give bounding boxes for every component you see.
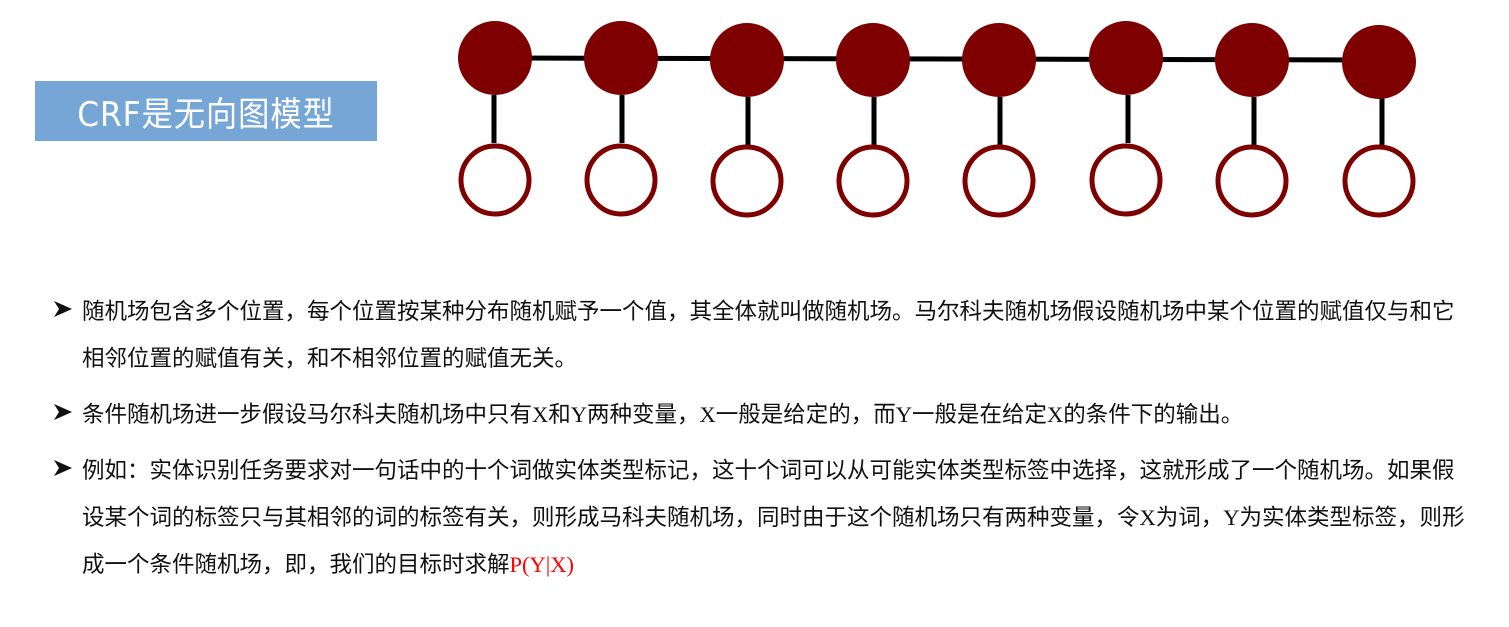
hidden-node-4 — [836, 23, 910, 97]
bullet-text: 随机场包含多个位置，每个位置按某种分布随机赋予一个值，其全体就叫做随机场。马尔科… — [82, 299, 1455, 371]
hidden-node-6 — [1089, 21, 1163, 95]
title-banner: CRF是无向图模型 — [35, 81, 377, 141]
hidden-node-3 — [710, 23, 784, 97]
observed-node-4 — [836, 144, 910, 218]
observed-node-8 — [1342, 144, 1416, 218]
crf-chain-graph — [458, 21, 1416, 218]
observed-node-1 — [458, 143, 532, 217]
observed-node-6 — [1089, 143, 1163, 217]
bullet-item: 随机场包含多个位置，每个位置按某种分布随机赋予一个值，其全体就叫做随机场。马尔科… — [52, 288, 1472, 382]
bullet-list: 随机场包含多个位置，每个位置按某种分布随机赋予一个值，其全体就叫做随机场。马尔科… — [52, 288, 1472, 597]
hidden-node-2 — [584, 21, 658, 95]
observed-node-7 — [1215, 144, 1289, 218]
vertical-edges — [491, 95, 1385, 147]
hidden-node-5 — [962, 23, 1036, 97]
observed-node-5 — [962, 144, 1036, 218]
hidden-label-nodes — [458, 21, 1416, 99]
bullet-text: 例如：实体识别任务要求对一句话中的十个词做实体类型标记，这十个词可以从可能实体类… — [82, 458, 1465, 577]
arrow-bullet-icon — [54, 301, 72, 317]
bullet-item: 条件随机场进一步假设马尔科夫随机场中只有X和Y两种变量，X一般是给定的，而Y一般… — [52, 391, 1472, 438]
page-title: CRF是无向图模型 — [77, 94, 335, 135]
arrow-bullet-icon — [54, 404, 72, 420]
hidden-node-7 — [1215, 23, 1289, 97]
hidden-node-8 — [1342, 25, 1416, 99]
bullet-item: 例如：实体识别任务要求对一句话中的十个词做实体类型标记，这十个词可以从可能实体类… — [52, 447, 1472, 588]
observed-node-3 — [710, 144, 784, 218]
observed-node-2 — [584, 143, 658, 217]
bullet-text: 条件随机场进一步假设马尔科夫随机场中只有X和Y两种变量，X一般是给定的，而Y一般… — [82, 402, 1244, 427]
hidden-node-1 — [458, 21, 532, 95]
observed-nodes — [458, 143, 1416, 218]
formula-highlight: P(Y|X) — [509, 552, 575, 577]
arrow-bullet-icon — [54, 460, 72, 476]
